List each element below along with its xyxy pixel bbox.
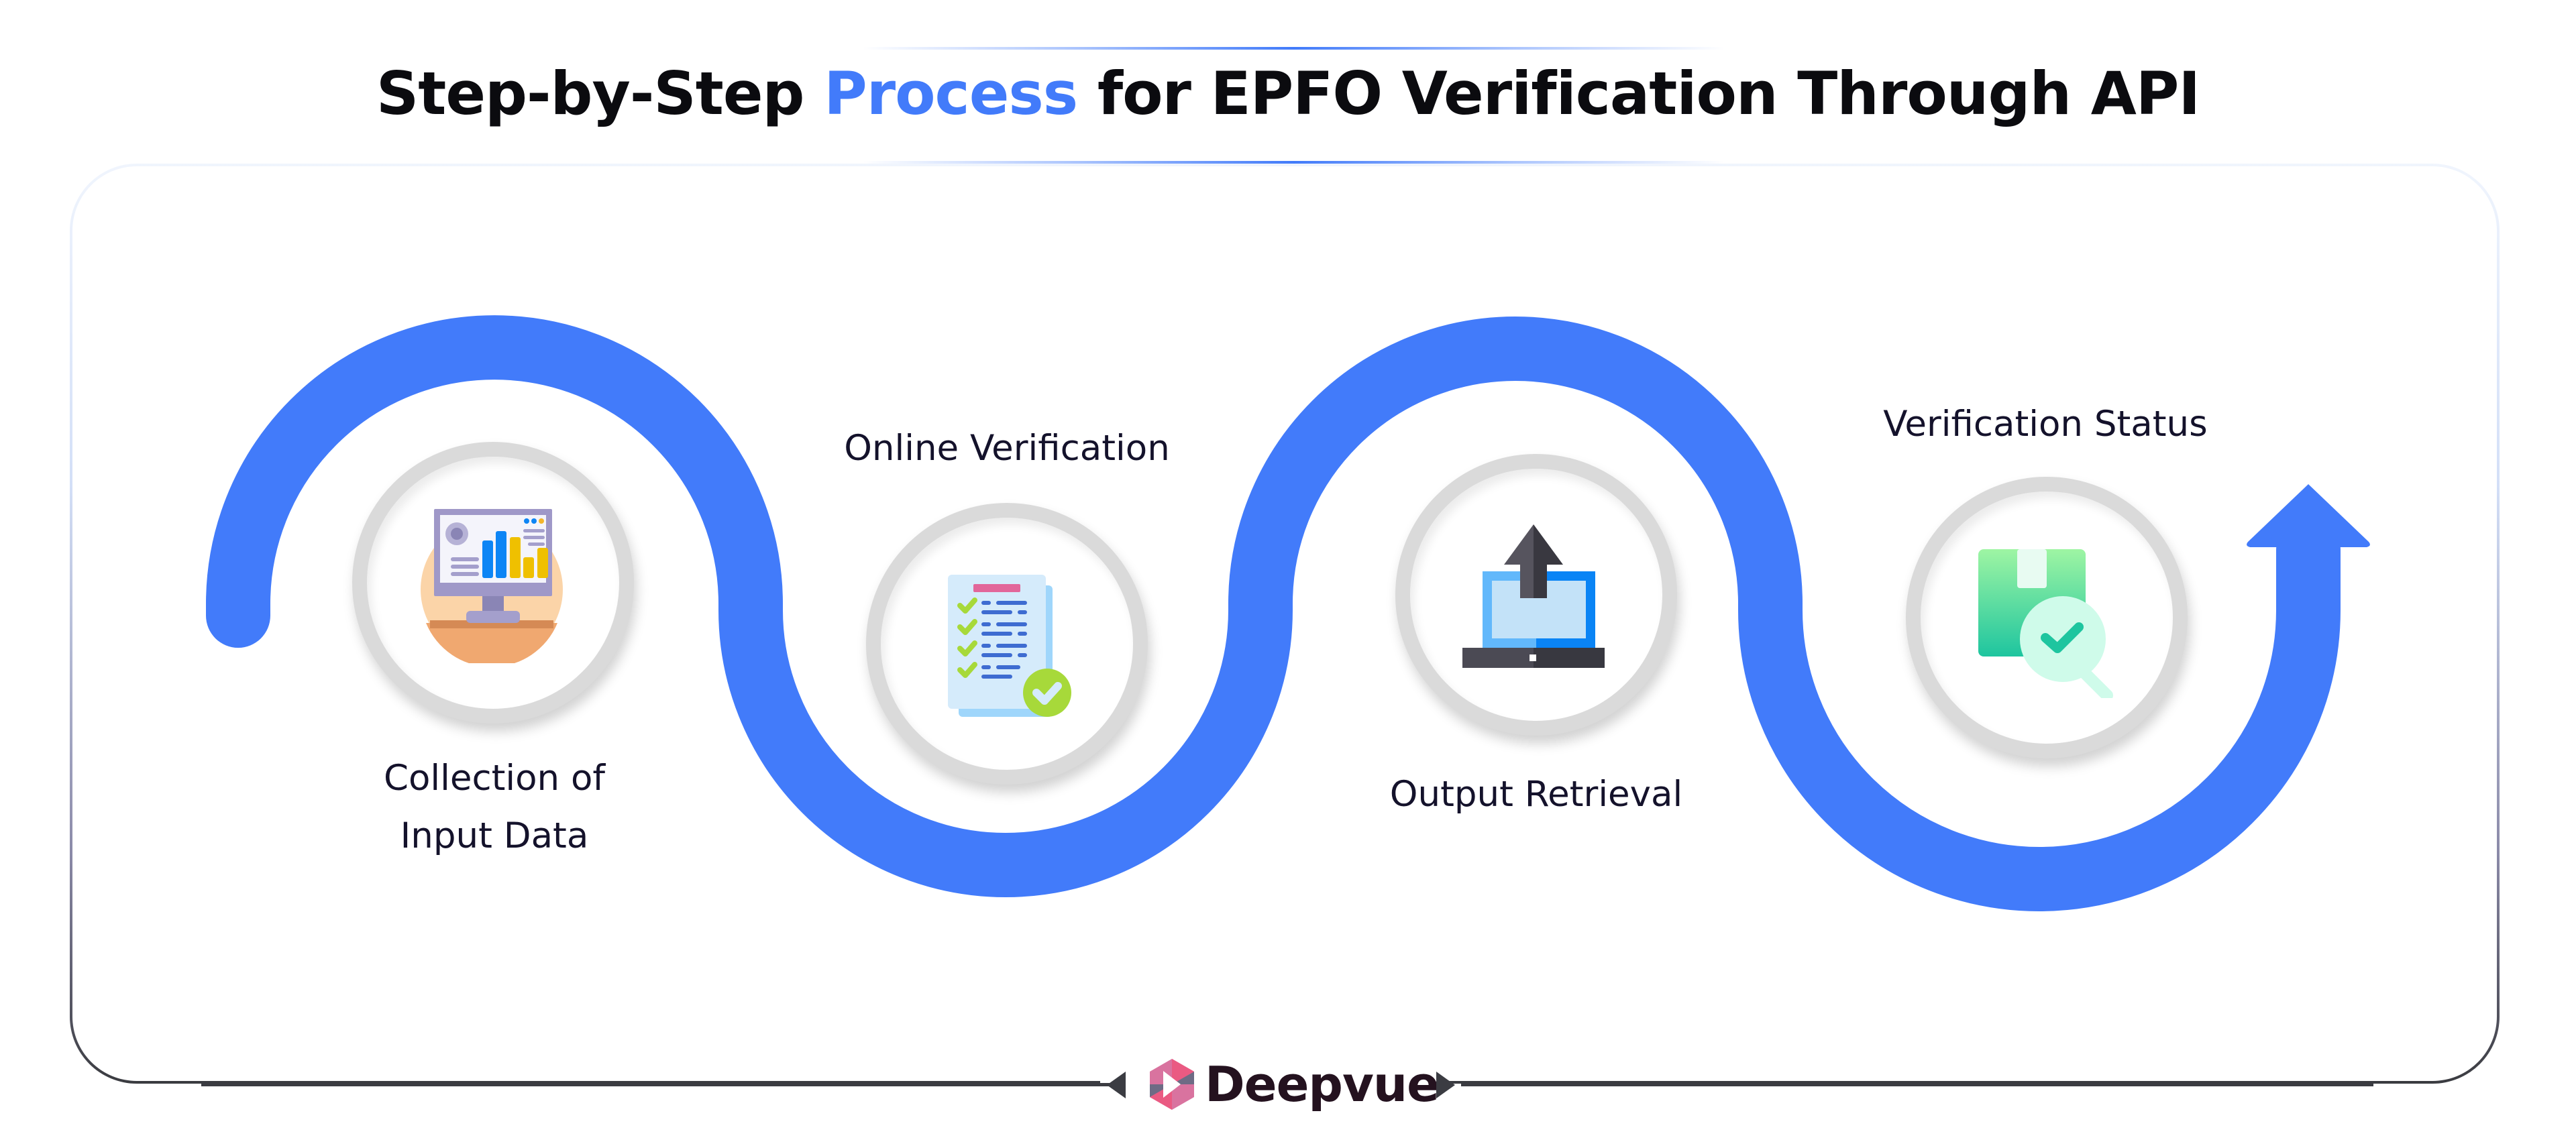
step-2-circle <box>866 503 1148 785</box>
brand-logo: Deepvue <box>1148 1054 1440 1114</box>
triangle-right-icon <box>1436 1072 1455 1098</box>
title-decor-line-bottom <box>863 161 1725 164</box>
step-4-label-line-1: Verification Status <box>1883 404 2208 445</box>
step-1-label-line-2: Input Data <box>400 815 589 856</box>
footer-brand-bar: Deepvue <box>0 1054 2576 1114</box>
step-2-label-line-1: Online Verification <box>844 428 1170 469</box>
checklist-document-icon <box>948 575 1071 717</box>
footer-rule-right <box>1461 1083 2373 1086</box>
title-prefix: Step-by-Step <box>376 59 805 128</box>
page-title: Step-by-Step Process for EPFO Verificati… <box>0 64 2576 123</box>
step-2-label: Online Verification <box>844 420 1170 477</box>
title-suffix: for EPFO Verification Through API <box>1097 59 2200 128</box>
triangle-left-icon <box>1107 1072 1126 1098</box>
title-accent: Process <box>824 59 1078 128</box>
step-4-label: Verification Status <box>1883 396 2208 453</box>
deepvue-hexagon-logo-icon <box>1150 1059 1194 1110</box>
brand-name: Deepvue <box>1205 1056 1440 1112</box>
step-3-label: Output Retrieval <box>1390 766 1682 823</box>
package-search-check-icon <box>1978 549 2113 698</box>
step-1-circle <box>352 442 634 724</box>
step-3-circle <box>1395 454 1677 736</box>
step-1-label: Collection of Input Data <box>384 750 605 865</box>
step-3-label-line-1: Output Retrieval <box>1389 774 1683 815</box>
title-decor-line-top <box>863 47 1725 50</box>
footer-rule-left <box>201 1083 1114 1086</box>
step-4-circle <box>1906 477 2188 758</box>
arrow-head-icon <box>2247 484 2370 547</box>
step-1-label-line-1: Collection of <box>383 758 606 799</box>
laptop-upload-icon <box>1462 524 1605 668</box>
monitor-chart-icon <box>421 509 563 663</box>
